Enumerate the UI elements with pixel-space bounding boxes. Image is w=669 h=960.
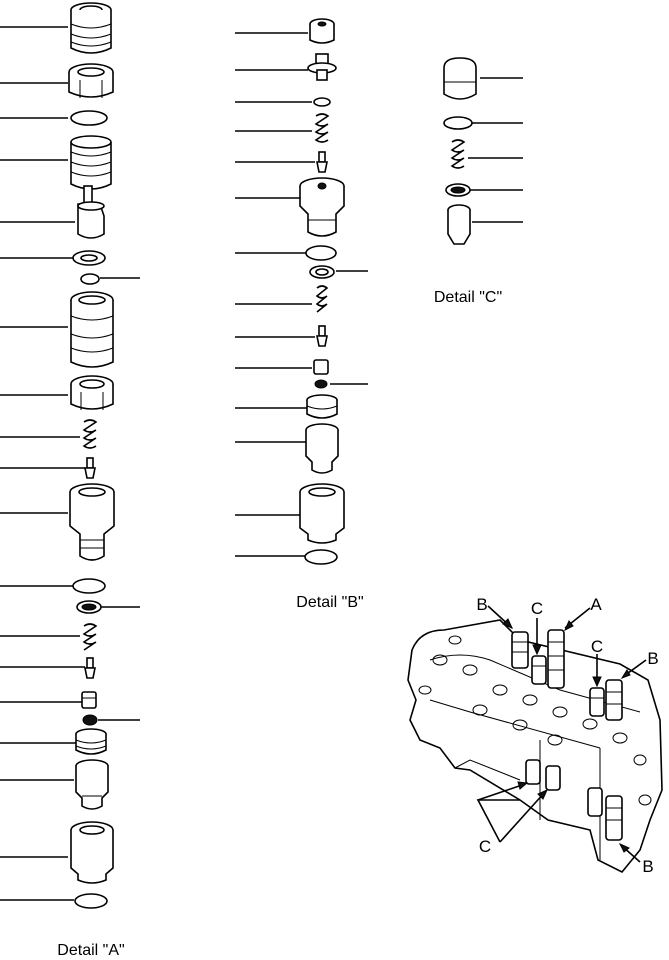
assembly-valve-c-lower-1 (525, 759, 541, 785)
detail-a-leader-lines (0, 26, 140, 901)
detail-a-washer-2 (76, 600, 102, 614)
control-valve-assembly: B C A C B C B (407, 595, 663, 876)
detail-b-group: Detail "B" (235, 18, 368, 611)
detail-a-top-cap (70, 2, 112, 54)
detail-a-small-ring-1 (80, 273, 100, 285)
detail-b-small-spool (313, 359, 329, 375)
callout-c-right: C (591, 637, 603, 656)
assembly-valve-c-lower-2 (545, 765, 561, 791)
detail-b-washer (309, 265, 335, 279)
detail-a-valve-body-1 (70, 291, 114, 368)
detail-a-pin-1 (84, 457, 96, 479)
assembly-valve-b-right (605, 679, 623, 721)
detail-a-o-ring-1 (70, 110, 108, 126)
detail-b-bottom-body (299, 483, 345, 544)
assembly-valve-b-lower-2 (605, 795, 623, 841)
detail-a-piston (75, 759, 109, 810)
detail-c-group: Detail "C" (434, 57, 523, 306)
detail-a-o-ring-3 (74, 893, 108, 909)
detail-a-valve-body-2 (69, 483, 115, 561)
detail-b-piston (305, 423, 339, 474)
detail-a-washer-1 (72, 250, 106, 266)
detail-a-hex-nut-1 (68, 63, 114, 98)
detail-c-cap (443, 57, 477, 100)
assembly-callout-arrows (476, 605, 647, 863)
callout-a-top: A (590, 595, 602, 614)
callout-b-bottom: B (642, 857, 653, 876)
callout-b-top-left: B (476, 595, 487, 614)
detail-a-threaded-sleeve (70, 135, 112, 190)
detail-a-poppet (77, 185, 105, 239)
callout-b-right: B (647, 649, 658, 668)
detail-c-washer (445, 183, 471, 197)
detail-b-small-o-ring (313, 97, 331, 107)
detail-c-poppet (447, 204, 471, 245)
detail-c-leader-lines (468, 77, 523, 223)
detail-b-adjust-screw (307, 53, 337, 81)
assembly-valve-b-lower-1 (587, 787, 603, 817)
detail-a-caption: Detail "A" (57, 942, 124, 959)
detail-a-pin-2 (84, 657, 96, 679)
detail-a-hex-nut-2 (70, 375, 114, 410)
detail-b-o-ring-2 (304, 549, 338, 565)
detail-b-leader-lines (235, 32, 368, 557)
detail-b-caption: Detail "B" (296, 594, 363, 611)
callout-c-top: C (531, 599, 543, 618)
detail-b-valve-body (299, 177, 345, 237)
assembly-valve-c-right (589, 687, 605, 717)
detail-b-threaded-ring (306, 394, 338, 419)
assembly-bolt-holes (418, 635, 652, 806)
assembly-valve-b-left (511, 631, 529, 669)
detail-b-spring-1 (314, 113, 330, 143)
detail-c-spring (450, 139, 466, 169)
detail-c-caption: Detail "C" (434, 289, 502, 306)
detail-a-threaded-ring (75, 728, 107, 755)
detail-b-ball (314, 379, 328, 389)
assembly-valve-c-left (531, 655, 547, 685)
detail-b-pin-1 (316, 151, 328, 173)
assembly-valve-a (547, 629, 565, 689)
detail-b-top-nut (309, 18, 335, 44)
detail-b-o-ring-1 (305, 245, 337, 261)
detail-c-o-ring (443, 116, 473, 130)
detail-a-o-ring-2 (72, 578, 106, 594)
callout-c-bottom: C (479, 837, 491, 856)
detail-a-group: Detail "A" (0, 2, 140, 959)
detail-a-bottom-body (70, 821, 114, 884)
detail-b-spring-2 (315, 285, 329, 313)
detail-a-small-spool (81, 691, 97, 709)
detail-a-spring-2 (82, 623, 98, 651)
detail-a-ball (82, 714, 98, 726)
detail-b-pin-2 (316, 325, 328, 347)
detail-a-spring-1 (82, 419, 98, 449)
